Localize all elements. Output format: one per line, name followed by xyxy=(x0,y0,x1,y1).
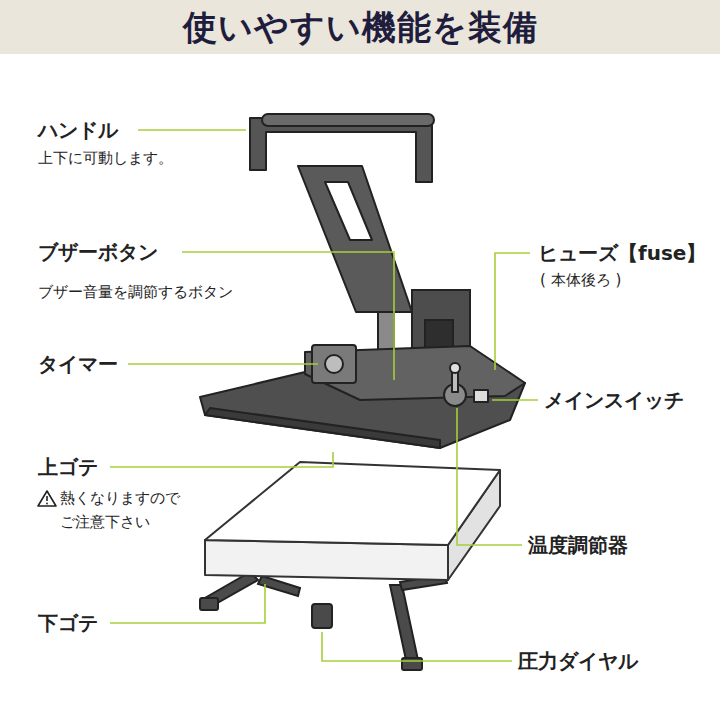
part-name: ブザーボタン xyxy=(38,239,158,265)
part-name: ハンドル xyxy=(38,117,118,143)
warning-icon xyxy=(38,491,56,506)
part-note: ブザー音量を調節するボタン xyxy=(38,280,233,304)
leader-lines xyxy=(110,130,538,661)
part-name: 上ゴテ xyxy=(38,454,98,480)
part-note: 上下に可動します。 xyxy=(38,146,173,170)
page-title: 使いやすい機能を装備 xyxy=(0,0,720,54)
lower-plate xyxy=(205,462,500,580)
upper-plate xyxy=(200,345,525,448)
part-name: 下ゴテ xyxy=(38,610,98,636)
part-name: タイマー xyxy=(38,351,118,377)
part-name: 温度調節器 xyxy=(528,532,628,558)
warning-note: 熱くなりますので ご注意下さい xyxy=(60,486,188,534)
part-note: ( 本体後ろ ) xyxy=(540,268,621,292)
part-name: ヒューズ【fuse】 xyxy=(538,240,706,266)
part-name: メインスイッチ xyxy=(544,387,684,413)
base-legs xyxy=(200,572,447,670)
part-name: 圧力ダイヤル xyxy=(518,648,638,674)
